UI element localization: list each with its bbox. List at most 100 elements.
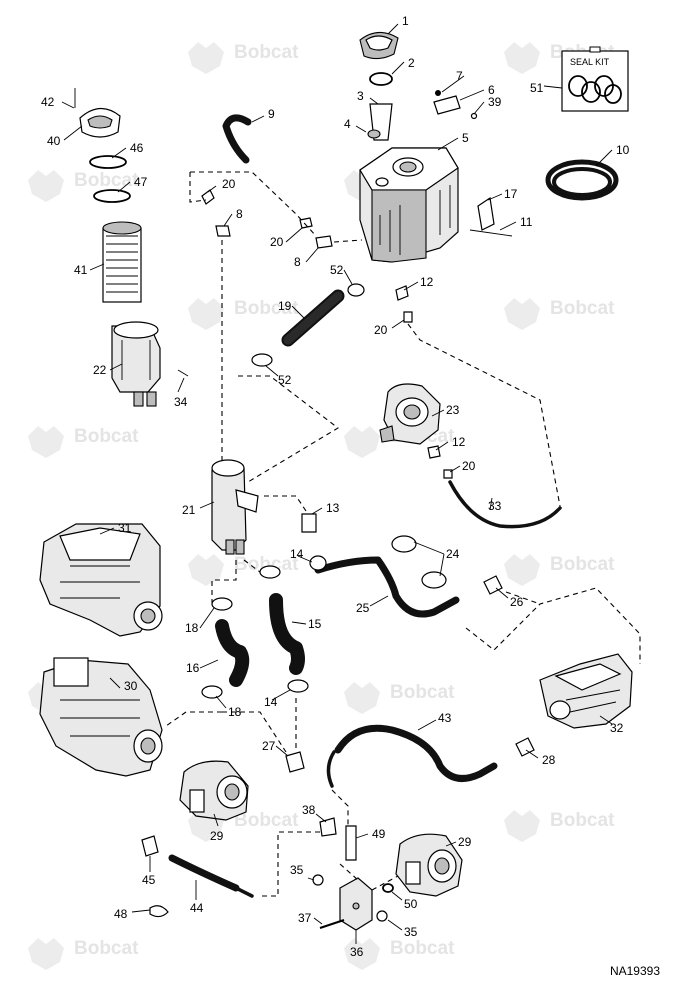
motor-23	[379, 383, 441, 445]
filter-21	[211, 459, 259, 555]
hose-33	[448, 480, 562, 529]
fitting-20-c	[403, 311, 413, 323]
callout: 20	[222, 177, 236, 191]
hose-43-end	[326, 750, 336, 788]
bobcat-logo-icon	[188, 554, 224, 586]
callout: 30	[124, 679, 138, 693]
filter-housing	[111, 321, 161, 407]
plug-35-a	[312, 874, 324, 886]
fitting-49	[345, 825, 357, 861]
filter-element	[102, 221, 142, 303]
bolt-37	[319, 919, 345, 929]
watermark-brand-text: Bobcat	[74, 426, 139, 447]
bobcat-logo-icon	[504, 554, 540, 586]
fitting-20-b	[299, 217, 313, 229]
hose-clamp-52-a	[347, 283, 365, 297]
fitting-45	[141, 835, 159, 857]
callout: 12	[420, 275, 434, 289]
callout: 35	[290, 863, 304, 877]
callout: 18	[185, 621, 199, 635]
watermark-brand-text: Bobcat	[390, 682, 455, 703]
bobcat-watermark: Bobcat	[28, 170, 139, 202]
clamp-18-a	[211, 597, 233, 611]
clamp-14-a	[259, 565, 281, 579]
bobcat-logo-icon	[344, 682, 380, 714]
watermark-brand-text: Bobcat	[234, 554, 299, 575]
tank-strap	[477, 196, 495, 231]
bobcat-watermark: Bobcat	[188, 554, 299, 586]
callout: 50	[404, 897, 418, 911]
watermark-brand-text: Bobcat	[390, 938, 455, 959]
fitting-8-b	[315, 235, 333, 249]
callout: 3	[357, 89, 364, 103]
callout: 23	[446, 403, 460, 417]
callout: 27	[262, 739, 276, 753]
seal-kit-box: SEAL KIT	[561, 46, 629, 112]
clamp-14-b	[287, 679, 309, 693]
callout: 45	[142, 873, 156, 887]
bobcat-watermark: Bobcat	[504, 810, 615, 842]
watermark-brand-text: Bobcat	[234, 810, 299, 831]
bolt	[470, 112, 478, 120]
watermark-brand-text: Bobcat	[550, 810, 615, 831]
tank-bolt	[469, 229, 513, 237]
plug-35-b	[376, 910, 388, 922]
motor-29-right	[395, 833, 463, 897]
callout: 32	[610, 721, 624, 735]
callout: 18	[228, 705, 242, 719]
filter-o-ring-2	[93, 189, 131, 203]
callout: 29	[458, 835, 472, 849]
callout: 38	[302, 803, 316, 817]
callout: 20	[462, 459, 476, 473]
callout: 34	[174, 395, 188, 409]
callout: 12	[452, 435, 466, 449]
bobcat-logo-icon	[28, 426, 64, 458]
bobcat-watermark: Bobcat	[188, 42, 299, 74]
fitting-12-b	[427, 445, 441, 459]
callout-leaders	[61, 23, 613, 944]
callout: 37	[298, 911, 312, 925]
callout: 14	[264, 695, 278, 709]
breather-hose	[222, 114, 252, 164]
callout: 7	[456, 69, 463, 83]
bobcat-logo-icon	[504, 42, 540, 74]
grommet	[367, 129, 381, 139]
pump-30	[39, 657, 163, 777]
manifold-block-36	[339, 877, 373, 931]
callout: 16	[186, 661, 200, 675]
fitting-14-a	[309, 555, 327, 571]
callout: 43	[438, 711, 452, 725]
cap-seal-ring	[369, 72, 393, 86]
callout: 20	[374, 323, 388, 337]
pump-32	[539, 653, 633, 729]
callout: 2	[408, 56, 415, 70]
callout-numbers: 1 2 3 4 5 6 7 39 9 10 17 11 42 40 46 47 …	[41, 14, 630, 959]
pump-31	[39, 523, 163, 637]
bobcat-watermark: Bobcat	[28, 426, 139, 458]
callout: 8	[236, 207, 243, 221]
callout: 44	[190, 901, 204, 915]
callout: 28	[542, 753, 556, 767]
callout: 19	[278, 299, 292, 313]
callout: 4	[344, 117, 351, 131]
fitting-27	[285, 751, 305, 773]
callout: 21	[182, 503, 196, 517]
mounting-bracket	[433, 95, 461, 115]
seal-kit-title: SEAL KIT	[570, 57, 610, 67]
callout: 51	[530, 81, 544, 95]
callout: 5	[462, 131, 469, 145]
watermark-brand-text: Bobcat	[74, 170, 139, 191]
bobcat-logo-icon	[504, 810, 540, 842]
hose-44	[168, 854, 240, 892]
grommet-24-b	[421, 571, 447, 589]
callout: 35	[404, 925, 418, 939]
callout: 22	[93, 363, 107, 377]
hose-15	[269, 593, 305, 675]
callout: 31	[118, 521, 132, 535]
callout: 24	[446, 547, 460, 561]
callout: 20	[270, 235, 284, 249]
fitting-48	[149, 905, 169, 918]
grommet-24-a	[391, 535, 417, 553]
o-ring-50	[382, 883, 394, 893]
